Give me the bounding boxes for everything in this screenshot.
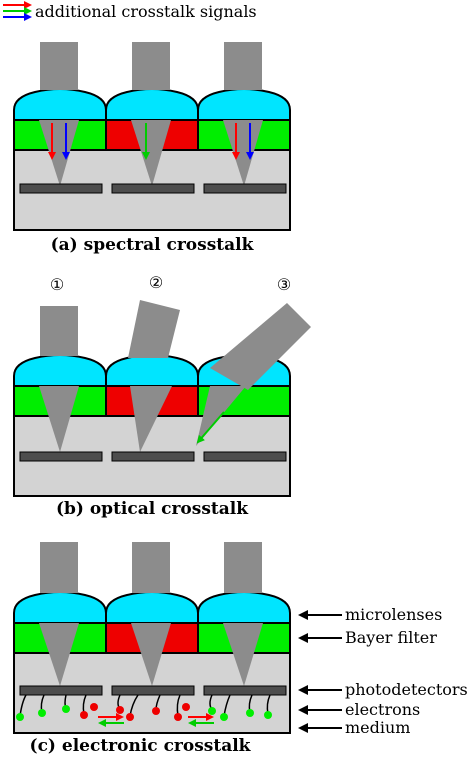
microlens [105, 88, 199, 121]
electron-green [208, 707, 216, 715]
electron-green [220, 713, 228, 721]
caption-a: (a) spectral crosstalk [51, 235, 255, 255]
microlens [13, 88, 107, 121]
microlens [105, 354, 199, 387]
legend-text: additional crosstalk signals [35, 2, 257, 21]
electron-green [246, 709, 254, 717]
electron-green [16, 713, 24, 721]
light-beam-tilted [128, 300, 180, 358]
legend: additional crosstalk signals [3, 1, 257, 21]
light-beam [132, 542, 170, 593]
photodetector [203, 183, 287, 194]
photodetector [19, 451, 103, 462]
caption-c: (c) electronic crosstalk [30, 736, 252, 756]
electrons [16, 703, 272, 721]
case-number-1: ① [50, 275, 64, 294]
microlens [197, 591, 291, 624]
light-cone [39, 120, 79, 186]
label-bayer-filter: Bayer filter [345, 628, 437, 647]
light-beam-vertical [40, 306, 78, 356]
microlens [13, 591, 107, 624]
panel-b-optical: ① ② ③ (b) optical crosstalk [13, 273, 311, 519]
electron-red [182, 703, 190, 711]
microlens [105, 591, 199, 624]
photodetector [111, 451, 195, 462]
light-beam [40, 42, 78, 90]
light-cone [223, 623, 263, 686]
electron-red [126, 713, 134, 721]
microlens [197, 88, 291, 121]
electron-red [152, 707, 160, 715]
panel-a-spectral: (a) spectral crosstalk [13, 42, 291, 255]
electron-green [62, 705, 70, 713]
label-photodetectors: photodetectors [345, 680, 468, 699]
panel-c-electronic: microlenses Bayer filter photodetectors … [13, 542, 468, 756]
electron-red [80, 711, 88, 719]
light-beam [132, 42, 170, 90]
electron-red [116, 706, 124, 714]
photodetector [111, 685, 195, 696]
caption-b: (b) optical crosstalk [56, 499, 249, 519]
photodetector [203, 685, 287, 696]
label-electrons: electrons [345, 700, 420, 719]
crosstalk-arrow-green [196, 411, 225, 444]
light-cone [131, 120, 171, 186]
photodetector [203, 451, 287, 462]
electron-red [174, 713, 182, 721]
light-cone [39, 623, 79, 686]
case-number-2: ② [149, 273, 163, 292]
light-cone [131, 623, 171, 686]
case-number-3: ③ [277, 275, 291, 294]
photodetector [111, 183, 195, 194]
light-beam-steep-angle [210, 303, 311, 390]
light-beam [40, 542, 78, 593]
photodetector [19, 183, 103, 194]
light-cone-shifted [130, 386, 172, 452]
photodetector [19, 685, 103, 696]
electron-green [38, 709, 46, 717]
light-beam [224, 42, 262, 90]
electron-green [264, 711, 272, 719]
label-medium: medium [345, 718, 410, 737]
microlens [13, 354, 107, 387]
electron-red [90, 703, 98, 711]
light-cone [223, 120, 263, 186]
light-beam [224, 542, 262, 593]
light-cone [39, 386, 79, 452]
label-microlenses: microlenses [345, 605, 442, 624]
